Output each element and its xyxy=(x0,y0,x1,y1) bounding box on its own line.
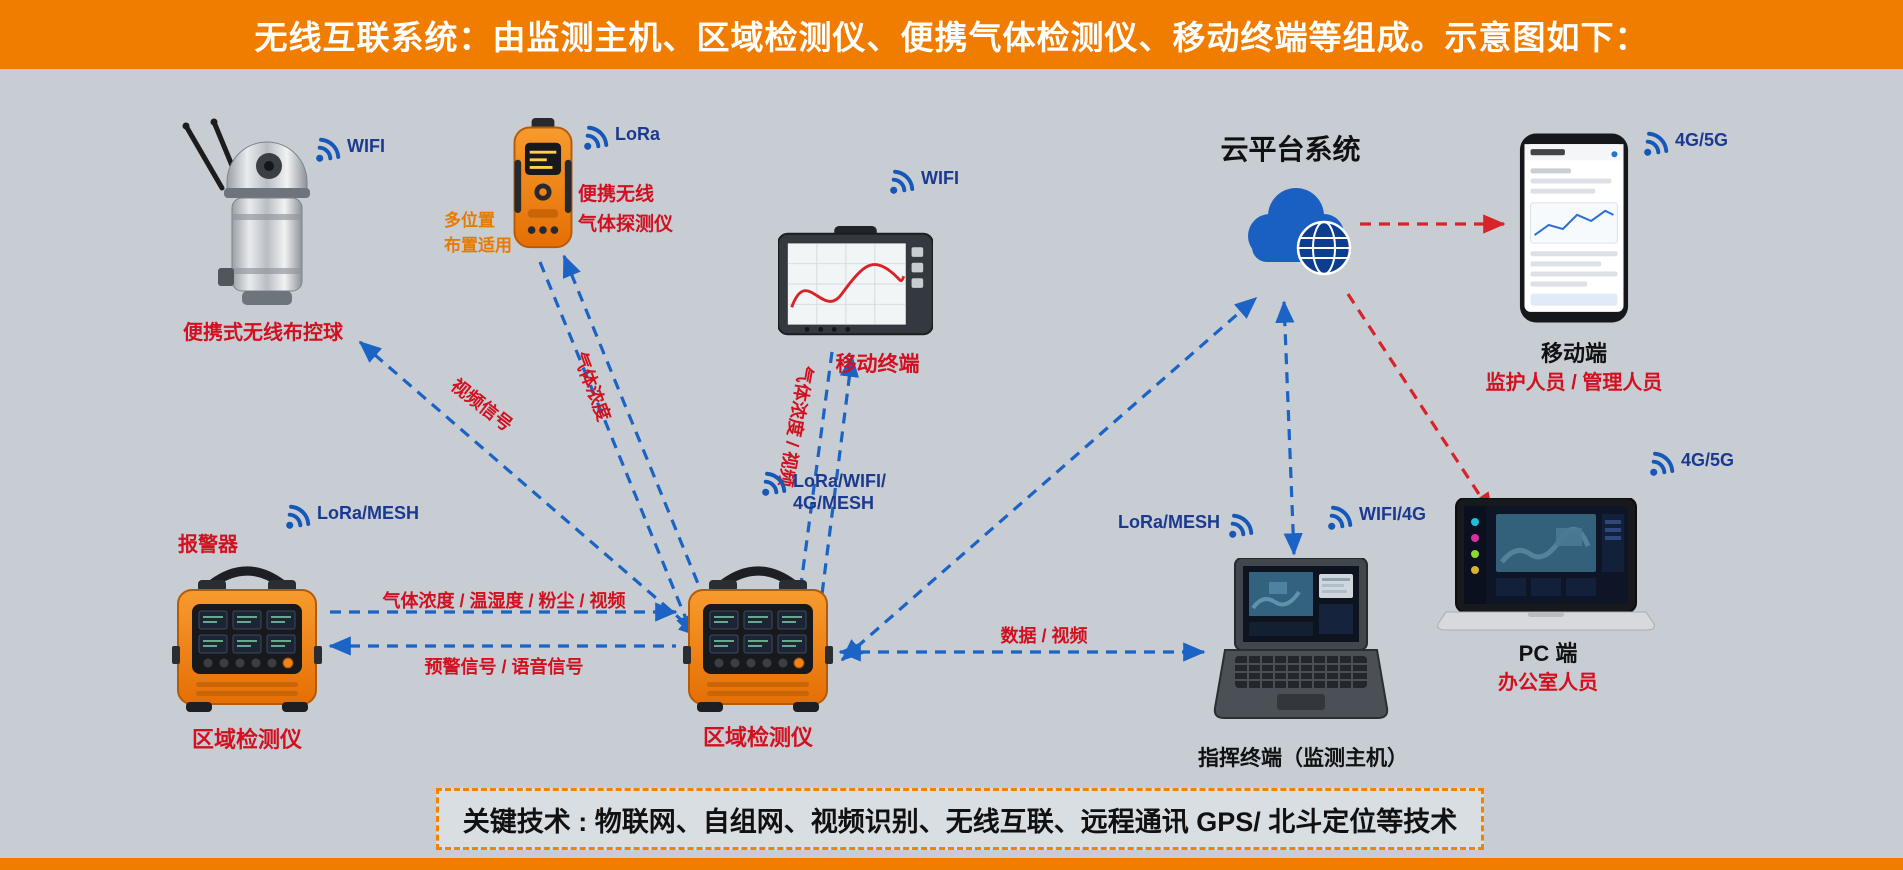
link-label-uplink: LoRa/WIFI/ 4G/MESH xyxy=(752,468,886,514)
key-technologies-box: 关键技术 : 物联网、自组网、视频识别、无线互联、远程通讯 GPS/ 北斗定位等… xyxy=(436,788,1484,850)
phone-signal: 4G/5G xyxy=(1634,128,1729,166)
area-detector-left-label: 区域检测仪 xyxy=(191,727,302,752)
banner-text: 无线互联系统：由监测主机、区域检测仪、便携气体检测仪、移动终端等组成。示意图如下… xyxy=(254,18,1649,56)
phone-title: 移动端 xyxy=(1540,341,1607,366)
link-cloud-pc xyxy=(1346,293,1494,516)
tablet-signal: WIFI xyxy=(880,166,959,204)
signal-label: WIFI xyxy=(921,168,959,188)
gas-signal: LoRa xyxy=(574,122,660,160)
mobile-terminal-device xyxy=(778,226,933,336)
command-terminal-device xyxy=(1213,558,1389,719)
gas-detector-device xyxy=(513,118,573,249)
cloud-title: 云平台系统 xyxy=(1220,134,1361,165)
ball-signal: WIFI xyxy=(306,134,385,172)
wifi-icon xyxy=(276,501,314,539)
signal-label: WIFI xyxy=(347,136,385,156)
uplink-line1: LoRa/WIFI/ xyxy=(793,471,886,491)
wifi-icon xyxy=(1219,510,1257,548)
command-signal-left: LoRa/MESH xyxy=(1118,510,1257,548)
command-signal-right: WIFI/4G xyxy=(1318,502,1426,540)
signal-label: 4G/5G xyxy=(1675,130,1729,150)
wifi-icon xyxy=(880,166,918,204)
signal-label: 4G/5G xyxy=(1681,450,1735,470)
signal-label: LoRa xyxy=(615,124,660,144)
wifi-icon xyxy=(1634,128,1672,166)
phone-device xyxy=(1519,133,1629,323)
link-label-alert-signal: 预警信号 / 语音信号 xyxy=(424,657,584,677)
ball-label: 便携式无线布控球 xyxy=(183,322,343,344)
pc-signal: 4G/5G xyxy=(1640,448,1735,486)
gas-label: 便携无线 气体探测仪 xyxy=(578,184,674,235)
signal-label: LoRa/MESH xyxy=(1118,512,1221,532)
link-command-cloud xyxy=(1275,300,1303,556)
link-label-gas-concentration: 气体浓度 xyxy=(569,349,615,424)
tablet-label: 移动终端 xyxy=(835,353,920,376)
alarm-signal: LoRa/MESH xyxy=(276,501,420,539)
area-detector-center-label: 区域检测仪 xyxy=(702,725,813,750)
area-detector-center-device xyxy=(683,562,833,717)
pc-title: PC 端 xyxy=(1518,641,1578,666)
bottom-orange-strip xyxy=(0,858,1903,870)
wifi-icon xyxy=(1640,448,1678,486)
gas-note: 多位置 布置适用 xyxy=(444,211,512,255)
wifi-icon xyxy=(752,468,790,506)
pc-device xyxy=(1437,498,1655,631)
wifi-icon xyxy=(306,134,344,172)
phone-subtitle: 监护人员 / 管理人员 xyxy=(1485,372,1663,394)
signal-label: LoRa/MESH xyxy=(317,503,420,523)
key-technologies-text: 关键技术 : 物联网、自组网、视频识别、无线互联、远程通讯 GPS/ 北斗定位等… xyxy=(462,806,1458,837)
link-gas-detector-down xyxy=(538,261,695,638)
wifi-icon xyxy=(574,122,612,160)
command-label: 指挥终端（监测主机） xyxy=(1198,747,1408,770)
link-label-video-signal: 视频信号 xyxy=(447,375,517,436)
pc-subtitle: 办公室人员 xyxy=(1498,672,1598,694)
area-detector-left-device xyxy=(172,562,322,717)
link-label-sensor-data: 气体浓度 / 温湿度 / 粉尘 / 视频 xyxy=(382,591,626,611)
title-banner: 无线互联系统：由监测主机、区域检测仪、便携气体检测仪、移动终端等组成。示意图如下… xyxy=(0,0,1903,69)
alarm-label: 报警器 xyxy=(178,534,238,556)
signal-label: WIFI/4G xyxy=(1359,504,1426,524)
surveillance-ball-device xyxy=(182,118,310,305)
cloud-icon xyxy=(1248,188,1352,276)
wifi-icon xyxy=(1318,502,1356,540)
uplink-line2: 4G/MESH xyxy=(793,493,875,513)
link-label-data-video: 数据 / 视频 xyxy=(1000,626,1088,646)
